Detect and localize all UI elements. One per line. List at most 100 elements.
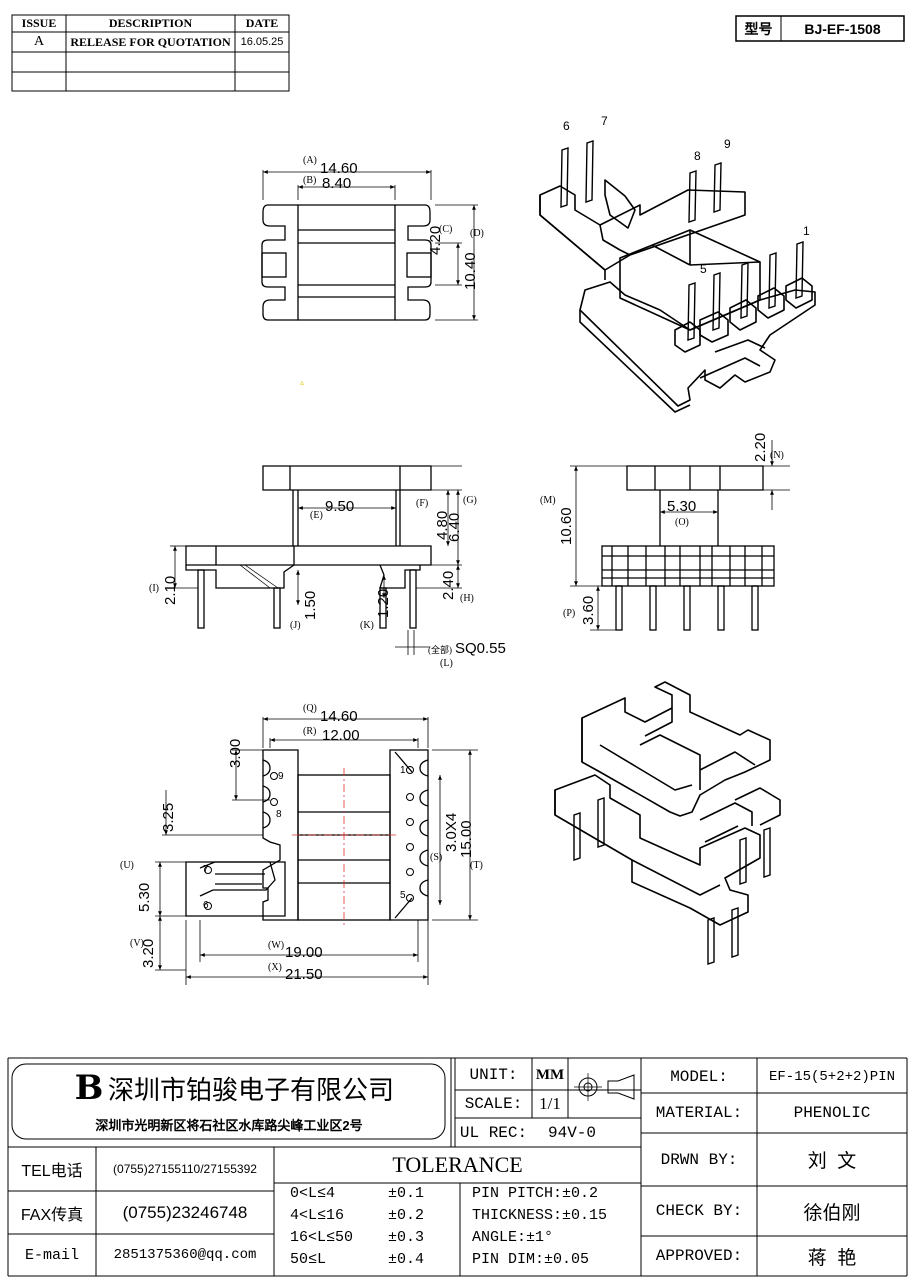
ul-label: UL REC: xyxy=(459,1123,528,1142)
dim-k: 1.20 xyxy=(375,588,392,618)
part-box-value: BJ-EF-1508 xyxy=(804,20,881,37)
tol-value-4: ±0.4 xyxy=(388,1251,425,1268)
dim-label-w: (W) xyxy=(268,940,285,951)
fax-value: (0755)23246748 xyxy=(122,1202,248,1222)
dim-label-q: (Q) xyxy=(303,703,317,714)
tol-value-2: ±0.2 xyxy=(388,1207,425,1224)
iso-pin-9: 9 xyxy=(724,137,731,151)
bottom-view-dims xyxy=(155,717,478,985)
dim-b: 8.40 xyxy=(322,175,352,192)
tel-value: (0755)27155110/27155392 xyxy=(113,1162,257,1176)
tol-range-4: 50≤L xyxy=(290,1251,327,1268)
dim-q: 14.60 xyxy=(320,708,358,725)
tol-note-pin-dim: PIN DIM:±0.05 xyxy=(472,1251,590,1268)
bottom-pin-8: 8 xyxy=(276,809,282,820)
dim-l-note: (全部) xyxy=(428,645,452,655)
dim-t: 15.00 xyxy=(458,820,475,858)
dim-x: 21.50 xyxy=(285,966,323,983)
company-address: 深圳市光明新区将石社区水库路尖峰工业区2号 xyxy=(95,1117,363,1133)
bottom-pin-5: 5 xyxy=(400,890,406,901)
dim-label-c: (C) xyxy=(439,224,453,235)
company-name: 深圳市铂骏电子有限公司 xyxy=(108,1074,395,1105)
tolerance-title: TOLERANCE xyxy=(392,1152,523,1177)
dim-label-b: (B) xyxy=(303,175,317,186)
model-label: MODEL: xyxy=(670,1067,728,1086)
iso-pin-7: 7 xyxy=(601,114,608,128)
dim-u: 5.30 xyxy=(136,882,153,912)
dim-g: 6.40 xyxy=(446,512,463,542)
dim-label-d: (D) xyxy=(470,228,484,239)
dim-label-f: (F) xyxy=(416,498,429,509)
front-view-dims xyxy=(170,465,462,655)
dim-v: 3.20 xyxy=(140,938,157,968)
dim-m: 10.60 xyxy=(558,507,575,545)
dim-label-g: (G) xyxy=(463,495,477,506)
rev-header-date: DATE xyxy=(245,16,279,30)
iso-view-bottom-pins xyxy=(573,797,771,965)
part-box-label: 型号 xyxy=(744,20,773,37)
drawn-label: DRWN BY: xyxy=(660,1150,738,1169)
unit-label: UNIT: xyxy=(469,1066,518,1084)
dim-label-v: (V) xyxy=(130,938,144,949)
tol-note-angle: ANGLE:±1° xyxy=(472,1229,554,1246)
dim-label-o: (O) xyxy=(675,517,689,528)
dim-a: 14.60 xyxy=(320,160,358,177)
rev-header-issue: ISSUE xyxy=(21,16,57,30)
dim-r: 12.00 xyxy=(322,727,360,744)
rev-row-description: RELEASE FOR QUOTATION xyxy=(70,34,231,49)
dim-top-left: 3.00 xyxy=(227,738,244,768)
bottom-pin-7: 7 xyxy=(203,864,209,875)
dim-p: 3.60 xyxy=(580,595,597,625)
tol-range-1: 0<L≤4 xyxy=(290,1185,336,1202)
iso-view-top-pins xyxy=(560,140,804,341)
iso-pin-6: 6 xyxy=(563,119,570,133)
title-block-grid xyxy=(7,1057,908,1277)
email-label: E-mail xyxy=(24,1246,79,1264)
drawn-value: 刘 文 xyxy=(807,1151,857,1172)
company-logo: B xyxy=(74,1068,104,1108)
dim-label-p: (P) xyxy=(563,608,576,619)
dim-label-a: (A) xyxy=(303,155,317,166)
tol-note-thickness: THICKNESS:±0.15 xyxy=(472,1207,608,1224)
dim-label-u: (U) xyxy=(120,860,134,871)
rev-header-description: DESCRIPTION xyxy=(108,16,193,30)
iso-pin-8: 8 xyxy=(694,149,701,163)
email-value[interactable]: 2851375360@qq.com xyxy=(113,1247,257,1263)
iso-pin-1: 1 xyxy=(803,224,810,238)
unit-value: MM xyxy=(535,1066,565,1083)
dim-i: 2.10 xyxy=(162,575,179,605)
dim-label-e: (E) xyxy=(310,510,323,521)
dim-label-k: (K) xyxy=(360,620,374,631)
material-value: PHENOLIC xyxy=(793,1104,871,1122)
bottom-pin-1: 1 xyxy=(400,765,406,776)
dim-label-j: (J) xyxy=(290,620,301,631)
dim-label-r: (R) xyxy=(303,726,317,737)
side-view xyxy=(601,465,775,631)
check-value: 徐伯刚 xyxy=(803,1202,861,1224)
revision-table-grid xyxy=(11,14,290,92)
tol-range-2: 4<L≤16 xyxy=(290,1207,345,1224)
dim-label-h: (H) xyxy=(460,593,474,604)
ul-value: 94V-0 xyxy=(547,1123,596,1142)
side-view-dims xyxy=(570,440,790,631)
model-value: EF-15(5+2+2)PIN xyxy=(768,1068,896,1085)
check-label: CHECK BY: xyxy=(655,1202,743,1220)
rev-row-issue: A xyxy=(33,34,45,49)
part-box-frame xyxy=(735,15,905,42)
bottom-pin-9: 9 xyxy=(278,771,284,782)
dim-w: 19.00 xyxy=(285,944,323,961)
scale-value: 1/1 xyxy=(539,1094,561,1113)
tol-note-pin-pitch: PIN PITCH:±0.2 xyxy=(472,1185,599,1202)
tol-value-3: ±0.3 xyxy=(388,1229,425,1246)
fax-label: FAX传真 xyxy=(20,1206,84,1224)
approved-value: 蒋 艳 xyxy=(807,1247,857,1269)
iso-pin-5: 5 xyxy=(700,262,707,276)
dim-e: 9.50 xyxy=(325,498,355,515)
top-view-dims xyxy=(262,170,478,321)
tol-range-3: 16<L≤50 xyxy=(290,1229,354,1246)
iso-view-top xyxy=(539,179,816,413)
dim-o: 5.30 xyxy=(667,498,697,515)
bottom-pin-6: 6 xyxy=(203,900,209,911)
dim-h: 2.40 xyxy=(440,570,457,600)
iso-view-bottom xyxy=(554,681,781,926)
